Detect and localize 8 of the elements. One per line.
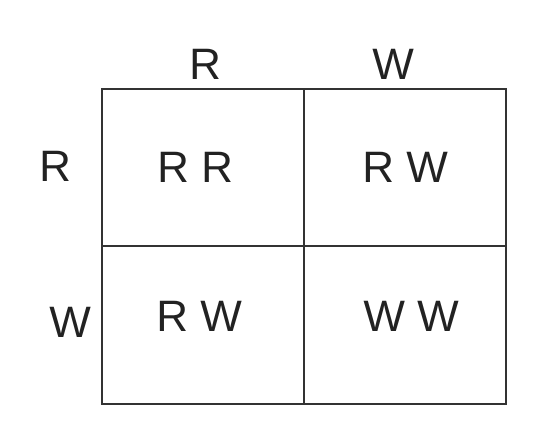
allele-label: W	[49, 301, 91, 345]
allele-label: R	[189, 43, 221, 87]
punnett-cell: R R	[101, 88, 305, 247]
punnett-cell: R W	[101, 245, 305, 405]
allele-label: R	[39, 145, 71, 189]
allele-label: W	[372, 43, 414, 87]
punnett-cell: R W	[303, 88, 507, 247]
punnett-cell: W W	[303, 245, 507, 405]
